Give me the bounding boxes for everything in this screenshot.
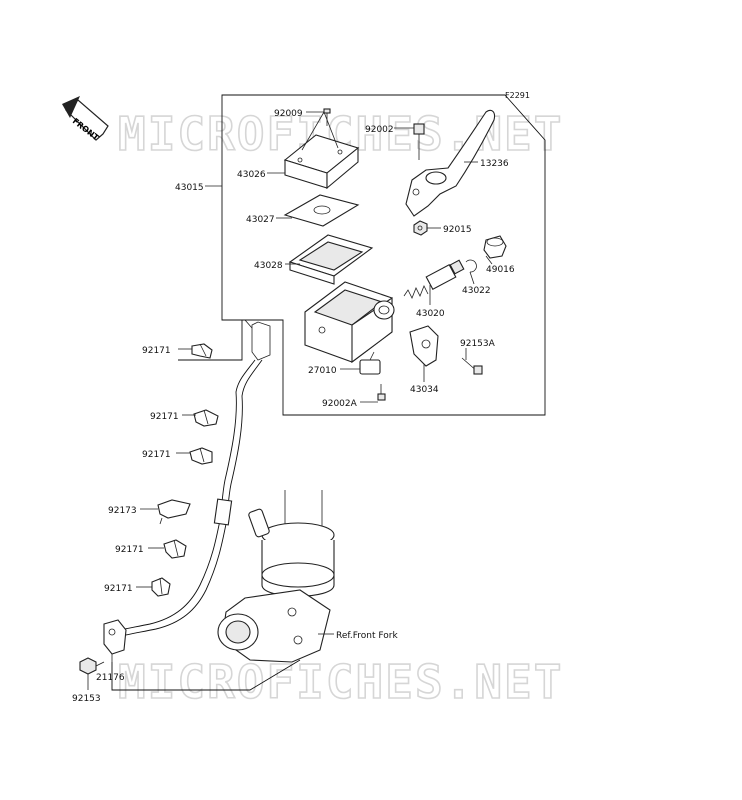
label-21176: 21176 [96, 673, 125, 683]
bolt-92153-icon [79, 657, 105, 675]
label-92153: 92153 [72, 694, 101, 704]
route-outline [178, 320, 243, 361]
label-92171-e: 92171 [104, 584, 133, 594]
label-92002: 92002 [365, 125, 394, 135]
leader-lines [87, 111, 493, 690]
label-43028: 43028 [254, 261, 283, 271]
nut-92015-icon [413, 220, 428, 236]
label-43026: 43026 [237, 170, 266, 180]
label-43034: 43034 [410, 385, 439, 395]
label-92171-c: 92171 [142, 450, 171, 460]
reference-front-fork: Ref.Front Fork [336, 631, 398, 641]
label-92015: 92015 [443, 225, 472, 235]
brake-switch-27010-icon [359, 351, 381, 375]
label-92153A: 92153A [460, 339, 496, 349]
pivot-bolt-92002-icon [413, 123, 425, 160]
label-43015: 43015 [175, 183, 204, 193]
figure-code: F2291 [505, 91, 530, 100]
bolt-92153A-icon [461, 357, 483, 375]
label-92173: 92173 [108, 506, 137, 516]
brake-lever-13236-icon [405, 109, 496, 217]
clamp-92171-c-icon [189, 447, 213, 465]
label-27010: 27010 [308, 366, 337, 376]
clamp-92171-d-icon [163, 539, 187, 559]
boot-49016-icon [483, 235, 507, 259]
label-92009: 92009 [274, 109, 303, 119]
master-cylinder-body-icon [304, 281, 395, 364]
label-92002A: 92002A [322, 399, 358, 409]
assembly-outline [221, 94, 546, 416]
label-43027: 43027 [246, 215, 275, 225]
reservoir-cap-43026-icon [283, 134, 360, 190]
piston-43020-icon [403, 259, 465, 299]
circlip-43022-icon [465, 259, 477, 273]
brake-hose-icon [111, 319, 271, 638]
clamp-92171-a-icon [191, 343, 213, 359]
clamp-92171-e-icon [151, 577, 171, 597]
label-49016: 49016 [486, 265, 515, 275]
screw-92002A-icon [377, 384, 386, 401]
caliper-fork-icon [217, 490, 335, 663]
label-92171-b: 92171 [150, 412, 179, 422]
label-92171-d: 92171 [115, 545, 144, 555]
sensor-21176-icon [103, 619, 127, 655]
clamp-92173-icon [157, 499, 191, 525]
holder-43034-icon [409, 325, 439, 367]
plate-43027-icon [283, 194, 360, 227]
label-13236: 13236 [480, 159, 509, 169]
label-92171-a: 92171 [142, 346, 171, 356]
label-43022: 43022 [462, 286, 491, 296]
watermark-bottom: MICROFICHES.NET [118, 655, 563, 709]
label-43020: 43020 [416, 309, 445, 319]
clamp-92171-b-icon [193, 409, 219, 427]
front-arrow-icon: FRONT [62, 96, 109, 143]
diaphragm-43028-icon [288, 234, 374, 285]
